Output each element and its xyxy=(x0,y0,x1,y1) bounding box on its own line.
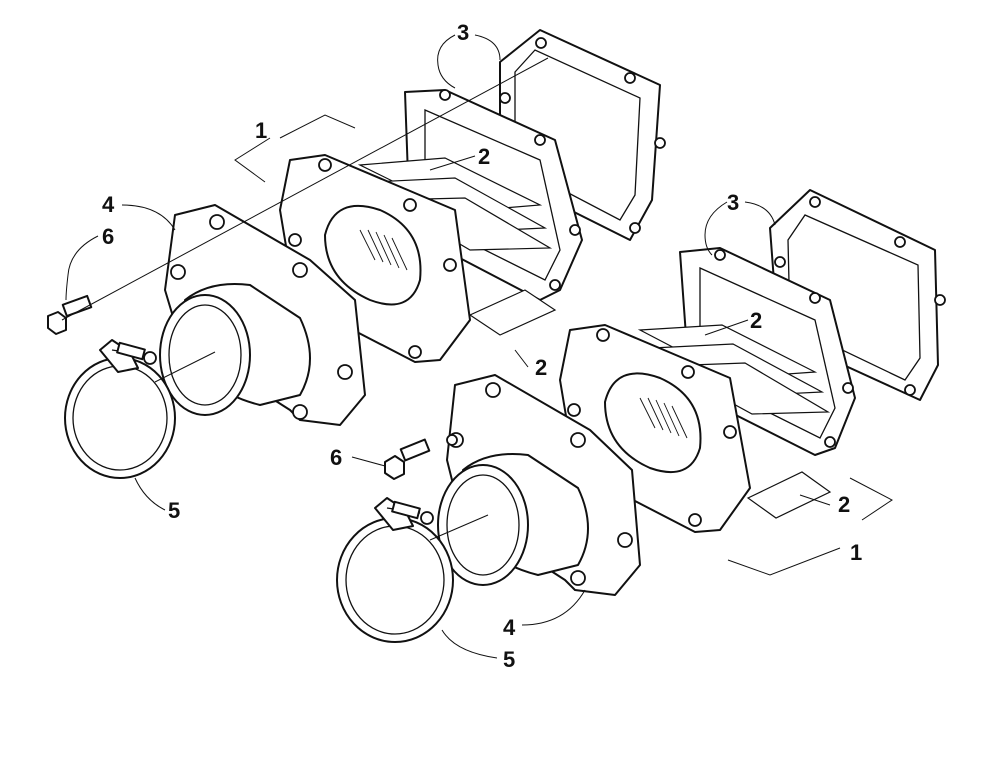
right-assembly xyxy=(336,189,946,643)
left-clamp xyxy=(64,339,176,479)
right-clamp xyxy=(336,497,454,643)
right-callout-1: 1 xyxy=(850,540,862,565)
left-intake-flange xyxy=(159,204,366,426)
left-callout-2-lower: 2 xyxy=(535,355,547,380)
right-callout-2-upper: 2 xyxy=(750,308,762,333)
callout-leaders xyxy=(65,34,893,659)
left-cap-screw xyxy=(47,294,93,335)
callout-labels: 3 1 2 2 4 6 5 3 2 2 1 6 4 5 xyxy=(102,20,862,672)
left-callout-1: 1 xyxy=(255,118,267,143)
right-callout-4: 4 xyxy=(503,615,516,640)
left-reed-plate-hatch xyxy=(359,229,408,271)
left-callout-6: 6 xyxy=(102,224,114,249)
right-callout-5: 5 xyxy=(503,647,515,672)
right-callout-6: 6 xyxy=(330,445,342,470)
right-callout-2-lower: 2 xyxy=(838,492,850,517)
left-callout-3: 3 xyxy=(457,20,469,45)
left-assembly xyxy=(47,29,666,479)
right-intake-flange xyxy=(437,374,641,596)
right-cap-screw xyxy=(384,434,458,480)
left-callout-2-upper: 2 xyxy=(478,144,490,169)
left-callout-5: 5 xyxy=(168,498,180,523)
left-callout-4: 4 xyxy=(102,192,115,217)
right-reed-plate-hatch xyxy=(639,397,688,439)
right-callout-3: 3 xyxy=(727,190,739,215)
